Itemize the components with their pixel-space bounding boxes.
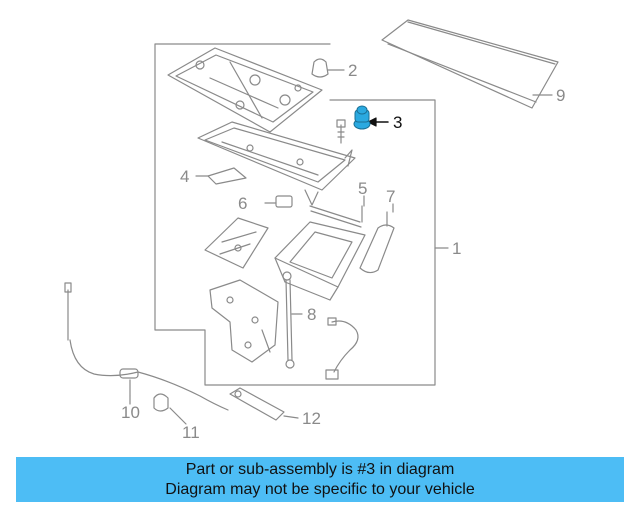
mounting-bracket <box>209 279 279 363</box>
bushing-part-6 <box>264 195 293 208</box>
callout-3: 3 <box>393 113 402 132</box>
clip-part-11 <box>153 393 181 419</box>
strut-part-8 <box>282 271 303 369</box>
storage-bin <box>274 221 366 301</box>
inner-frame <box>197 121 356 206</box>
notice-line-1: Part or sub-assembly is #3 in diagram <box>185 460 455 478</box>
diagram-notice-banner: Part or sub-assembly is #3 in diagram Di… <box>16 457 624 502</box>
highlighted-part-3 <box>353 105 371 130</box>
rod <box>309 205 363 228</box>
callout-5: 5 <box>358 179 367 198</box>
callout-12: 12 <box>302 409 321 428</box>
callout-11: 11 <box>182 423 200 442</box>
lid-panel <box>167 47 323 133</box>
hinge-bracket <box>204 217 269 269</box>
callout-2: 2 <box>348 61 357 80</box>
callout-10: 10 <box>121 403 140 422</box>
callout-4: 4 <box>180 167 189 186</box>
assembly-bracket-outline <box>154 43 436 386</box>
cover-part-7 <box>359 211 395 274</box>
latch-part-4 <box>195 167 247 185</box>
handle-part-12 <box>229 387 299 421</box>
callout-1: 1 <box>452 239 461 258</box>
wire-harness <box>325 317 359 380</box>
callout-9: 9 <box>556 86 565 105</box>
callout-6: 6 <box>238 194 247 213</box>
callout-7: 7 <box>386 187 395 206</box>
notice-line-2: Diagram may not be specific to your vehi… <box>165 480 475 498</box>
exploded-parts-diagram: 1 2 3 4 5 6 7 8 9 10 11 12 <box>64 19 565 442</box>
trim-panel-9 <box>381 19 559 109</box>
callout-8: 8 <box>307 305 316 324</box>
clip-part-2 <box>311 58 345 78</box>
release-cable-10 <box>64 282 229 411</box>
bolt <box>336 119 346 144</box>
